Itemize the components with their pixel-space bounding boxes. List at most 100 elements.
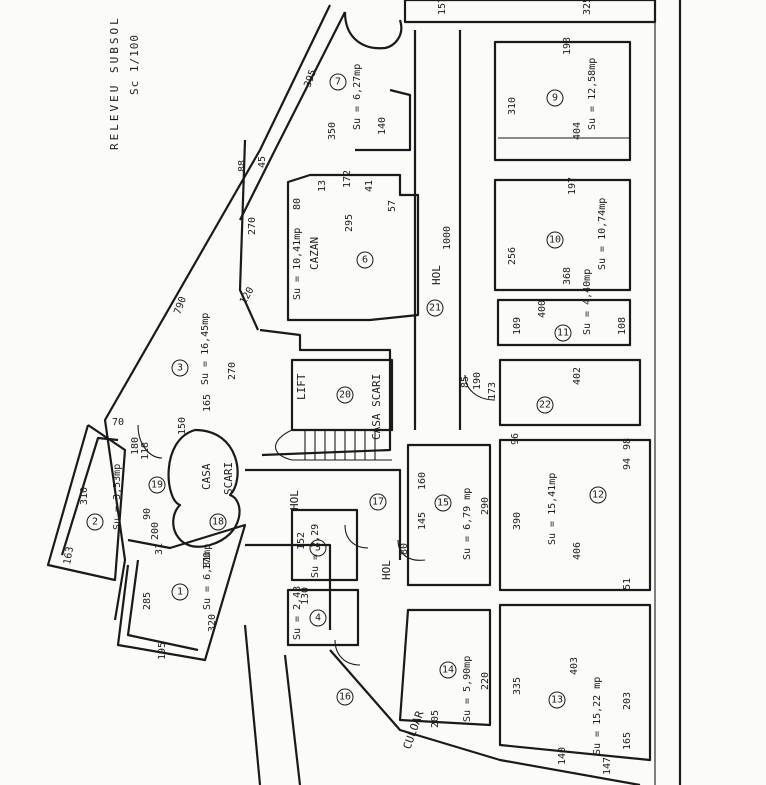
dim: 256 — [507, 247, 518, 265]
dim: 13 — [317, 180, 328, 192]
dim: 140 — [557, 747, 568, 765]
room-number-11: 11 — [554, 324, 572, 342]
room-numbers: 1 2 3 4 5 6 7 9 10 11 12 13 14 15 16 17 … — [86, 73, 607, 709]
dim: 150 — [177, 417, 188, 435]
dim: 270 — [247, 217, 258, 235]
dim: 285 — [142, 592, 153, 610]
dim: 140 — [377, 117, 388, 135]
dim: 147 — [602, 757, 613, 775]
svg-text:20: 20 — [339, 390, 351, 401]
area-room-1: Su = 6,81mp — [202, 544, 213, 610]
area-room-6: Su = 10,41mp — [292, 228, 303, 300]
dim: 98 — [622, 438, 633, 450]
area-room-14: Su = 5,90mp — [462, 656, 473, 722]
dim: 70 — [112, 417, 124, 428]
svg-text:4: 4 — [315, 613, 321, 624]
plan-title: RELEVEU SUBSOL — [108, 15, 121, 150]
room-number-18: 18 — [209, 513, 227, 531]
room-number-15: 15 — [434, 494, 452, 512]
dim: 310 — [79, 487, 90, 505]
dim: 94 — [622, 458, 633, 470]
dim: 180 — [130, 437, 141, 455]
dim: 157 — [437, 0, 448, 15]
room-number-22: 22 — [536, 396, 554, 414]
dim: 270 — [227, 362, 238, 380]
dim: 320 — [207, 614, 218, 632]
dim: 220 — [480, 672, 491, 690]
area-room-9: Su = 12,58mp — [587, 58, 598, 130]
svg-text:9: 9 — [552, 93, 558, 104]
hol-main-label: HOL — [430, 265, 443, 285]
dim: 170 — [202, 552, 213, 570]
area-room-11: Su = 4,40mp — [582, 269, 593, 335]
area-room-15: Su = 6,79 mp — [462, 488, 473, 560]
dim: 197 — [567, 177, 578, 195]
cazan-label: CAZAN — [308, 237, 321, 270]
area-room-10: Su = 10,74mp — [597, 198, 608, 270]
dim: 290 — [480, 497, 491, 515]
dim: 195 — [157, 642, 168, 660]
room-number-14: 14 — [439, 661, 457, 679]
dim: 402 — [572, 367, 583, 385]
svg-text:18: 18 — [212, 517, 224, 528]
area-room-12: Su = 15,41mp — [547, 473, 558, 545]
room-number-7: 7 — [329, 73, 347, 91]
room-number-6: 6 — [356, 251, 374, 269]
dim: 109 — [512, 317, 523, 335]
title-block: RELEVEU SUBSOL Sc 1/100 — [108, 15, 141, 150]
room-number-9: 9 — [546, 89, 564, 107]
dim: 1000 — [442, 226, 453, 250]
svg-text:21: 21 — [429, 303, 441, 314]
room-number-20: 20 — [336, 386, 354, 404]
dim: 325 — [582, 0, 593, 15]
room-number-12: 12 — [589, 486, 607, 504]
casa-scari-label: CASA SCARI — [370, 374, 383, 440]
svg-text:3: 3 — [177, 363, 183, 374]
svg-text:16: 16 — [339, 692, 351, 703]
dim: 395 — [302, 68, 319, 89]
room-number-5: 5 — [309, 539, 327, 557]
dim: 368 — [562, 267, 573, 285]
dim: 80 — [399, 543, 410, 555]
dim: 45 — [257, 156, 268, 168]
room-number-3: 3 — [171, 359, 189, 377]
room-number-21: 21 — [426, 299, 444, 317]
plan-scale: Sc 1/100 — [128, 34, 141, 95]
culoar-label: CULOAR — [401, 709, 427, 751]
area-room-4: Su = 2,43 — [292, 586, 303, 640]
svg-text:22: 22 — [539, 400, 551, 411]
dim: 88 — [237, 160, 248, 172]
dim: 350 — [327, 122, 338, 140]
svg-text:10: 10 — [549, 235, 561, 246]
dim: 295 — [344, 214, 355, 232]
dim: 335 — [512, 677, 523, 695]
svg-text:1: 1 — [177, 587, 183, 598]
area-labels: HOL HOL HOL CASA SCARI CASA SCARI LIFT C… — [200, 237, 443, 751]
dim: 85 — [460, 376, 471, 388]
room-number-4: 4 — [309, 609, 327, 627]
dim: 200 — [150, 522, 161, 540]
dim: 130 — [300, 587, 311, 605]
dim: 108 — [617, 317, 628, 335]
room-number-1: 1 — [171, 583, 189, 601]
svg-text:17: 17 — [372, 497, 384, 508]
dim: 193 — [562, 37, 573, 55]
room-number-16: 16 — [336, 688, 354, 706]
dim: 172 — [342, 170, 353, 188]
svg-text:7: 7 — [335, 77, 341, 88]
hol-small-label: HOL — [288, 490, 301, 510]
dim: 118 — [140, 442, 151, 460]
svg-text:15: 15 — [437, 498, 449, 509]
svg-text:14: 14 — [442, 665, 454, 676]
dim: 310 — [507, 97, 518, 115]
lift-label: LIFT — [295, 373, 308, 400]
svg-text:19: 19 — [151, 480, 163, 491]
room-number-10: 10 — [546, 231, 564, 249]
casa-label: CASA — [200, 463, 213, 490]
room-walls — [137, 0, 657, 785]
svg-text:6: 6 — [362, 255, 368, 266]
room-number-17: 17 — [369, 493, 387, 511]
area-room-5: Su = 2,29 — [310, 524, 321, 578]
svg-text:12: 12 — [592, 490, 604, 501]
dim: 145 — [417, 512, 428, 530]
